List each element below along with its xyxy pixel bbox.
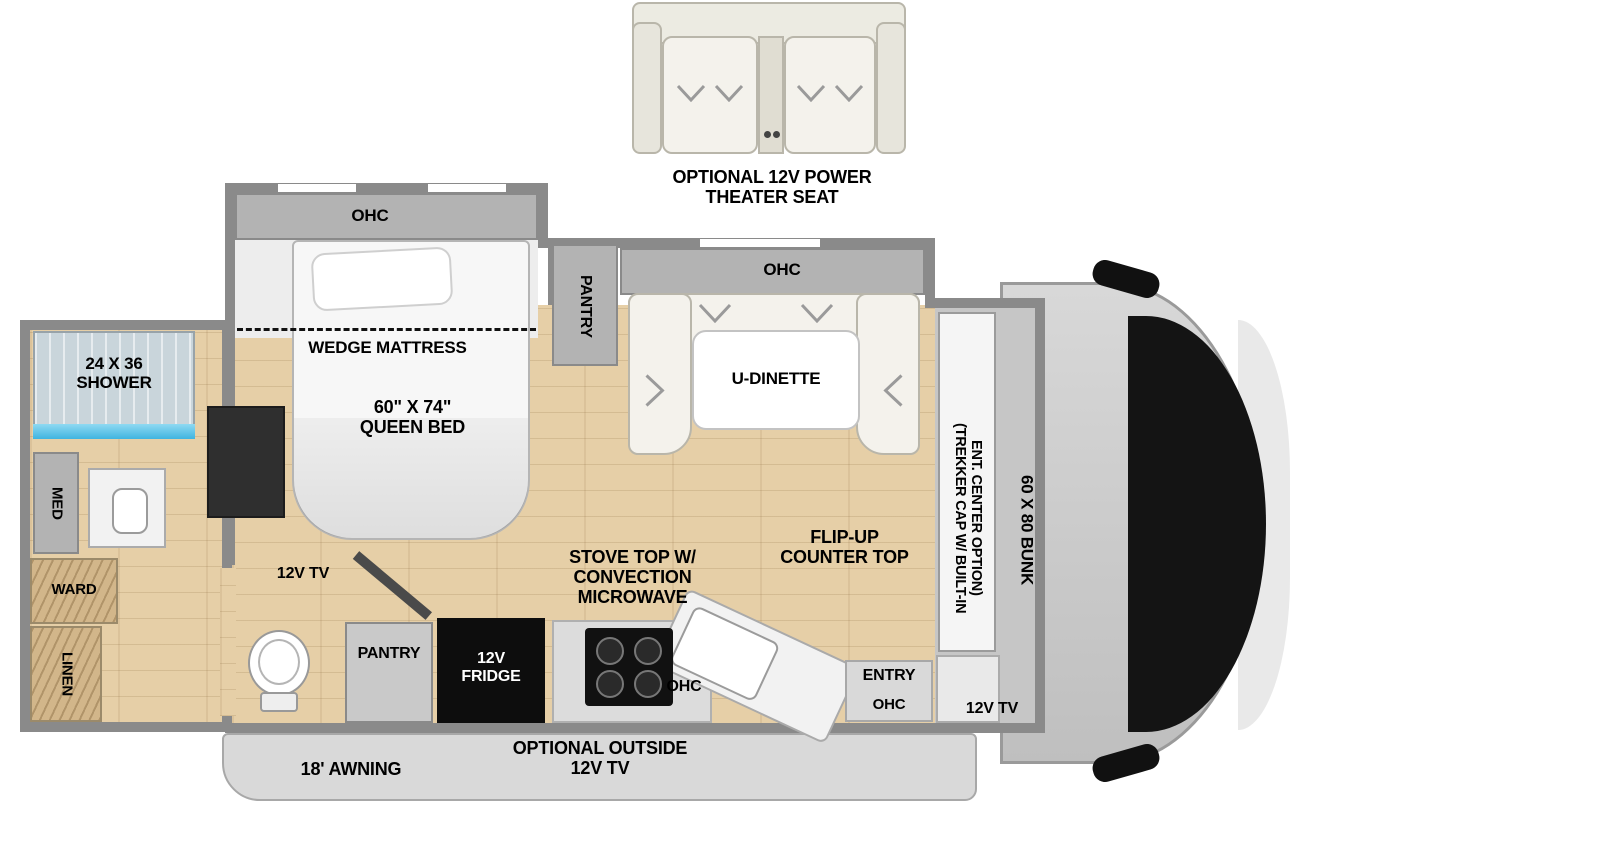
burner-icon (596, 669, 624, 698)
wedge-mattress-line (237, 328, 536, 331)
linen-label: LINEN (58, 651, 76, 696)
cab-tv-label: 12V TV (965, 700, 1019, 717)
dinette-bench-left (628, 293, 692, 455)
dinette-window (700, 239, 820, 247)
seat-stitch-icon (645, 374, 670, 408)
queen-bed (292, 240, 530, 540)
bedroom-ohc-label: OHC (351, 206, 389, 225)
dinette-table (692, 330, 860, 430)
bedroom-tv-label: 12V TV (276, 565, 330, 582)
pantry-lower-cabinet (345, 622, 433, 723)
pantry-lower-label: PANTRY (357, 645, 421, 662)
bathroom-sink (112, 488, 148, 534)
ward-label: WARD (51, 581, 97, 598)
wall-cab-bulkhead (1035, 298, 1045, 733)
bedroom-window (278, 184, 356, 192)
outside-tv-label: OPTIONAL OUTSIDE 12V TV (512, 738, 688, 778)
bunk-label: 60 X 80 BUNK (1017, 474, 1037, 586)
wall-bedroom-right (538, 183, 548, 248)
burner-icon (634, 669, 662, 698)
trekker-cap-label: (TREKKER CAP W/ BUILT-IN ENT. CENTER OPT… (952, 422, 984, 614)
entry-step (845, 660, 933, 722)
entry-stepwell (936, 655, 1000, 723)
toilet (248, 630, 312, 722)
awning-label: 18' AWNING (300, 759, 402, 779)
cup-holder (764, 131, 771, 138)
entry-ohc-label: OHC (872, 696, 906, 713)
fridge (437, 618, 545, 723)
bed-pillow (310, 246, 454, 312)
stove-top (585, 628, 673, 706)
entry-label: ENTRY (862, 667, 916, 684)
fridge-label: 12V FRIDGE (461, 650, 521, 685)
linen-cabinet (30, 626, 102, 722)
stove-label: STOVE TOP W/ CONVECTION MICROWAVE (569, 547, 696, 607)
exterior-sidewall (222, 733, 977, 801)
theater-seat-armrest-right (876, 22, 906, 154)
bed-blanket-fold (294, 418, 528, 538)
shower-threshold (33, 424, 195, 439)
dinette-label: U-DINETTE (731, 369, 821, 388)
wall-bedroom-left (225, 183, 235, 335)
dinette-ohc-label: OHC (763, 260, 801, 279)
dinette-overhead-cabinet (620, 248, 925, 295)
bedroom-overhead-cabinet (235, 193, 538, 240)
burner-icon (634, 636, 662, 665)
med-label: MED (48, 486, 66, 520)
seat-stitch-icon (796, 84, 826, 107)
seat-stitch-icon (676, 84, 706, 107)
toilet-tank (260, 692, 298, 712)
theater-seat-armrest-left (632, 22, 662, 154)
theater-seat (632, 2, 906, 160)
wall-bedroom-top (225, 183, 548, 193)
pantry-upper-label: PANTRY (576, 274, 594, 338)
kitchen-ohc-label: OHC (666, 678, 702, 695)
cup-holder (773, 131, 780, 138)
shower (33, 331, 195, 437)
burner-icon (596, 636, 624, 665)
wall-main-bottom (225, 723, 1045, 733)
seat-stitch-icon (698, 303, 732, 328)
pantry-upper-cabinet (552, 244, 618, 366)
queen-bed-label: 60" X 74" QUEEN BED (359, 397, 466, 437)
seat-stitch-icon (879, 374, 904, 408)
theater-seat-label: OPTIONAL 12V POWER THEATER SEAT (672, 167, 872, 207)
bedroom-tv-panel (207, 406, 285, 518)
entertainment-center (938, 312, 996, 652)
theater-seat-cushion-right (784, 36, 876, 154)
seat-stitch-icon (800, 303, 834, 328)
theater-seat-cushion-left (662, 36, 758, 154)
bathroom-sink-counter (88, 468, 166, 548)
bedroom-window (428, 184, 506, 192)
theater-seat-console (758, 36, 784, 154)
wall-dinette-right (925, 238, 935, 308)
medicine-cabinet (33, 452, 79, 554)
wedge-mattress-label: WEDGE MATTRESS (308, 338, 467, 357)
wardrobe (30, 558, 118, 624)
wall-main-top-right (925, 298, 1045, 308)
toilet-seat (258, 639, 300, 685)
seat-stitch-icon (834, 84, 864, 107)
shower-label: 24 X 36 SHOWER (76, 354, 152, 392)
bathroom-doorway (220, 568, 236, 716)
flip-counter-label: FLIP-UP COUNTER TOP (780, 527, 909, 567)
seat-stitch-icon (714, 84, 744, 107)
